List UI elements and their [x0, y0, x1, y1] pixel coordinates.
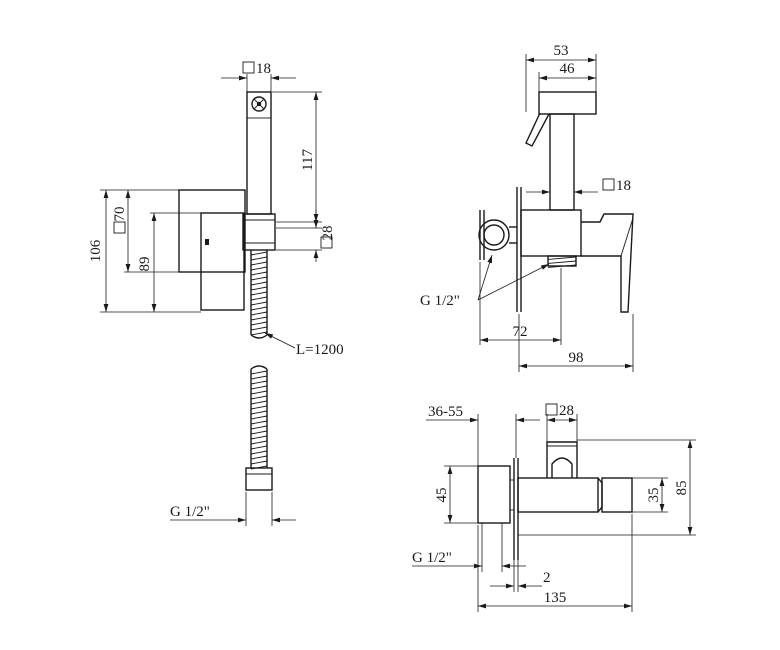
- hose-top: [250, 250, 268, 335]
- dim-height-45: 45: [434, 488, 450, 503]
- hose-view: 18 117 28 106 70 89 L=1200: [88, 61, 344, 526]
- spray-nozzle-icon: [251, 96, 267, 112]
- square-symbol-icon: [320, 236, 333, 249]
- hose-winding: [250, 251, 268, 336]
- lever-cap: [601, 477, 633, 513]
- thread-label: G 1/2": [170, 504, 210, 520]
- square-symbol-icon: [242, 61, 255, 74]
- square-symbol-icon: [113, 221, 126, 234]
- body-mark: [205, 239, 209, 245]
- valve-body: [520, 209, 582, 257]
- dim-height-85: 85: [674, 481, 690, 496]
- dim-width-135: 135: [544, 590, 567, 606]
- dim-height-89: 89: [137, 257, 153, 272]
- handset-head: [538, 91, 597, 115]
- trigger-lever: [525, 112, 550, 147]
- dim-range-36-55: 36-55: [428, 404, 463, 420]
- dim-square-28: 28: [559, 403, 574, 419]
- dim-width-46: 46: [560, 61, 576, 77]
- dim-height-117: 117: [300, 149, 316, 171]
- dim-square-70: 70: [112, 207, 128, 222]
- handset-stem: [549, 113, 575, 211]
- square-symbol-icon: [602, 178, 615, 191]
- handset-head: [246, 91, 272, 119]
- mixer-body: [200, 212, 245, 311]
- hose-nut: [245, 467, 273, 491]
- wall-stub: [477, 465, 511, 524]
- thread-label: G 1/2": [420, 293, 460, 309]
- dim-width-98: 98: [569, 350, 584, 366]
- hose-bottom: [250, 369, 268, 468]
- hose-winding: [250, 370, 268, 470]
- valve-body: [517, 477, 599, 513]
- hose-holder-ring: [478, 219, 510, 251]
- lever-handle: [581, 213, 634, 313]
- hose-length-label: L=1200: [296, 342, 344, 358]
- hose-holder: [546, 441, 578, 478]
- dim-width-72: 72: [513, 324, 528, 340]
- dim-square-18: 18: [616, 178, 631, 194]
- dim-gap-2: 2: [543, 570, 551, 586]
- dim-square-28: 28: [320, 226, 336, 241]
- dim-width-53: 53: [554, 43, 569, 59]
- handset-holder: [242, 213, 276, 251]
- side-view: 53 46 18 G 1/2" 72 98: [420, 43, 634, 372]
- dim-square-18: 18: [256, 61, 271, 77]
- dim-height-106: 106: [88, 239, 104, 262]
- square-symbol-icon: [545, 403, 558, 416]
- bottom-view: 36-55 28 45 35 85 G 1/2" 2: [412, 403, 696, 612]
- thread-label: G 1/2": [412, 550, 452, 566]
- dim-height-35: 35: [646, 488, 662, 503]
- wall-plate: [178, 189, 246, 273]
